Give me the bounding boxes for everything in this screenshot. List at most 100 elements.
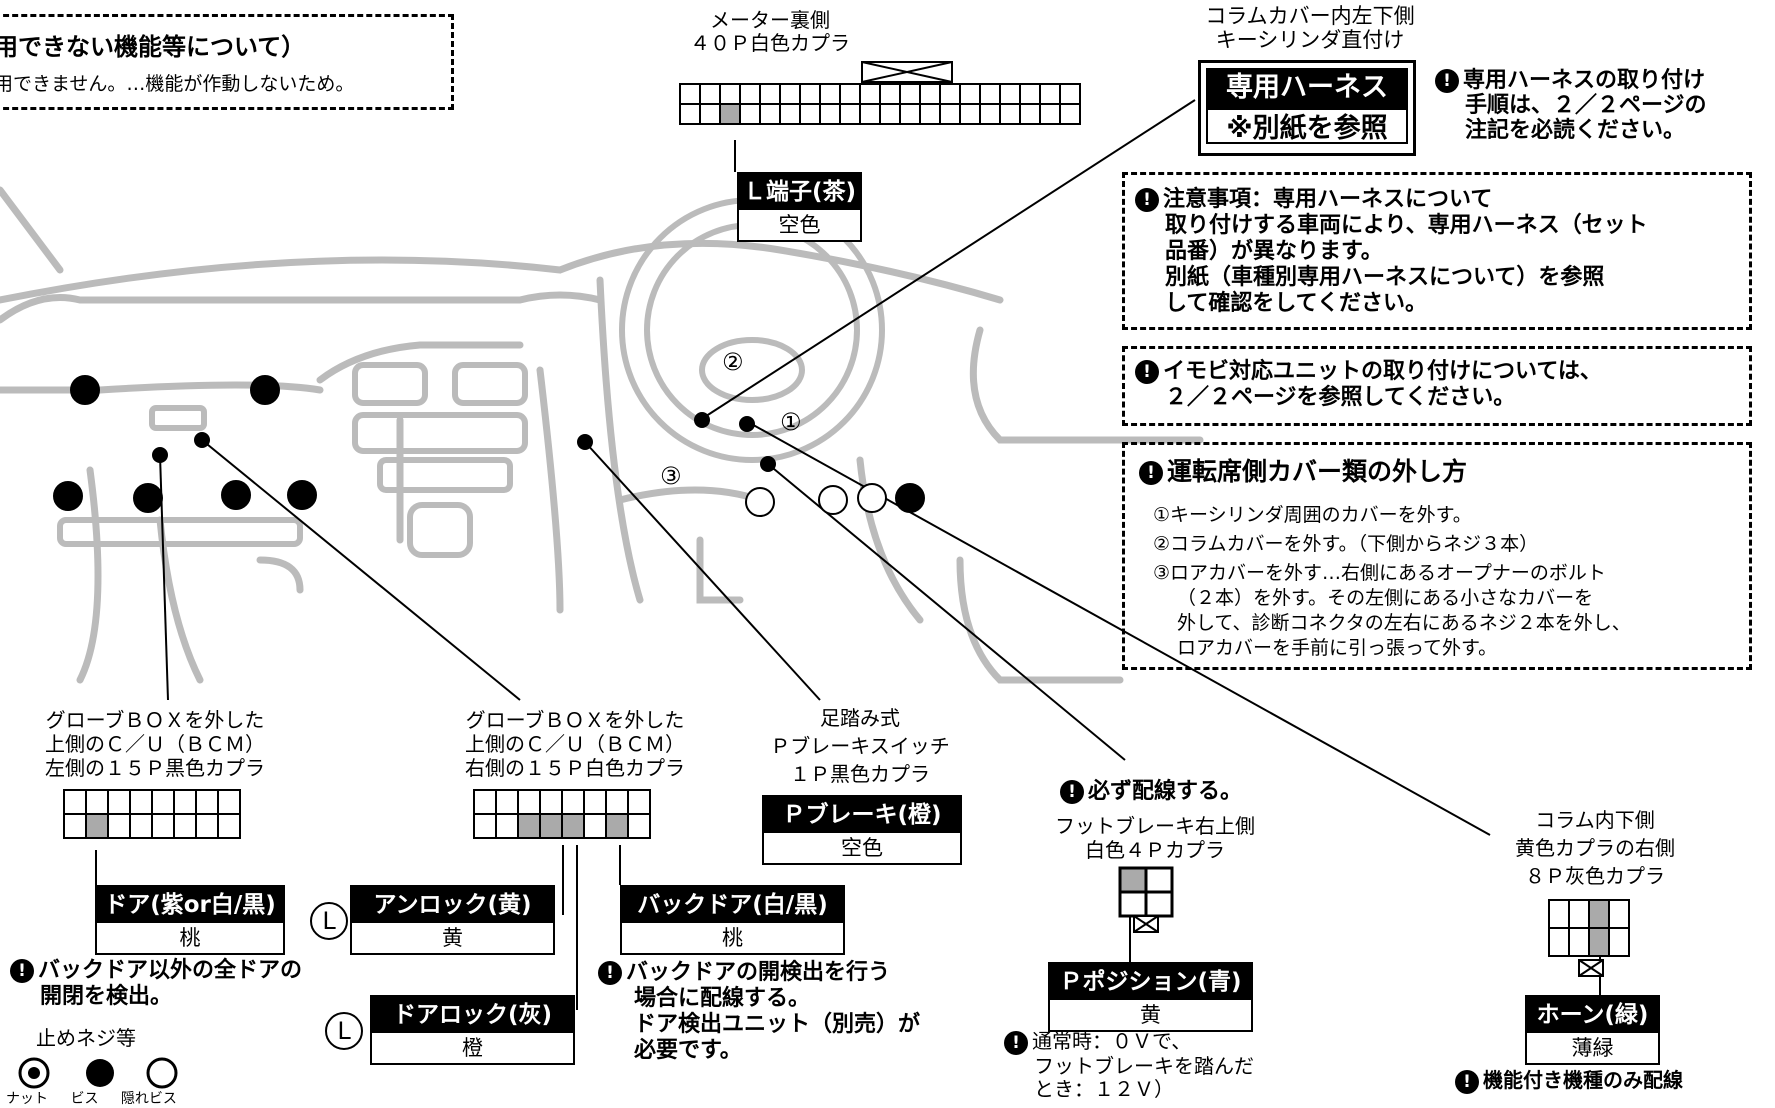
column-caption-1: コラムカバー内左下側: [1205, 4, 1415, 28]
removal-step-4: （２本）を外す。その左側にある小さなカバーを: [1177, 587, 1594, 609]
caution-line-4: 別紙（車種別専用ハーネスについて）を参照: [1165, 265, 1605, 290]
glove-right-caption-1: グローブＢＯＸを外した: [465, 708, 685, 732]
connector-pin: [627, 813, 651, 839]
horn-label-top: ホーン(緑): [1527, 997, 1658, 1033]
connector-pin: [699, 83, 721, 105]
connector-pin: [779, 83, 801, 105]
connector-pin: [495, 789, 519, 815]
connector-pin: [679, 83, 701, 105]
warning-icon: !: [1135, 188, 1159, 212]
connector-pin: [107, 789, 131, 815]
unlock-label-top: アンロック(黄): [352, 887, 553, 923]
pbrake-caption-2: Ｐブレーキスイッチ: [770, 734, 950, 758]
screw-icons: [53, 375, 925, 517]
warning-icon: !: [598, 961, 622, 985]
connector-pin: [799, 103, 821, 125]
immobi-line-1: イモビ対応ユニットの取り付けについては、: [1163, 359, 1602, 384]
connector-pin: [939, 83, 961, 105]
warning-icon: !: [1004, 1030, 1028, 1055]
connector-pin: [63, 813, 87, 839]
warning-icon: !: [1139, 461, 1163, 485]
connector-pin: [699, 103, 721, 125]
immobi-line-2: ２／２ページを参照してください。: [1165, 385, 1516, 410]
immobilizer-box: !イモビ対応ユニットの取り付けについては、 ２／２ページを参照してください。: [1122, 346, 1752, 426]
connector-pin: [959, 103, 981, 125]
connector-pin: [627, 789, 651, 815]
connector-pin: [979, 103, 1001, 125]
connector-pin: [979, 83, 1001, 105]
connector-pin: [107, 813, 131, 839]
glove-left-caption-2: 上側のＣ／Ｕ（ＢＣＭ）: [45, 732, 265, 756]
horn-caption-1: コラム内下側: [1535, 808, 1655, 832]
connector-pin: [1568, 927, 1590, 957]
connector-pin: [217, 813, 241, 839]
pbrake-caption-3: １Ｐ黒色カプラ: [790, 762, 930, 786]
warning-icon: !: [10, 959, 34, 983]
connector-pin: [539, 789, 563, 815]
connector-pin: [739, 103, 761, 125]
warning-icon: !: [1455, 1069, 1479, 1094]
back-door-label-top: バックドア(白/黒): [622, 887, 843, 923]
step-marker-2: ②: [722, 348, 744, 376]
harness-note-2: 手順は、２／２ページの: [1465, 93, 1707, 118]
warning-icon: !: [1135, 360, 1159, 384]
pposition-label-top: Ｐポジション(青): [1050, 964, 1251, 1000]
door-label-bottom: 桃: [179, 926, 201, 950]
back-door-label-bottom: 桃: [722, 926, 743, 950]
harness-bottom: ※別紙を参照: [1206, 108, 1408, 144]
connector-pin: [195, 813, 219, 839]
connector-pin: [879, 103, 901, 125]
pposition-label: Ｐポジション(青) 黄: [1048, 962, 1253, 1032]
back-door-note-4: 必要です。: [634, 1038, 742, 1063]
horn-note: !機能付き機種のみ配線: [1455, 1068, 1683, 1094]
harness-note-1: 専用ハーネスの取り付け: [1463, 68, 1706, 93]
connector-pin: [919, 83, 941, 105]
connector-pin: [473, 789, 497, 815]
screw-label: ビス: [70, 1091, 99, 1107]
screw-legend: [18, 1057, 178, 1089]
screw-icon: [86, 1059, 114, 1087]
connector-pin: [1059, 103, 1081, 125]
connector-pin: [839, 103, 861, 125]
connector-pin: [899, 83, 921, 105]
connector-pin: [605, 813, 629, 839]
connector-pin: [561, 789, 585, 815]
caution-line-5: して確認をしてください。: [1165, 291, 1428, 316]
back-door-note: !バックドアの開検出を行う 場合に配線する。 ドア検出ユニット（別売）が 必要で…: [598, 960, 920, 1064]
removal-title: 運転席側カバー類の外し方: [1167, 457, 1468, 486]
connector-pin: [1059, 83, 1081, 105]
door-note-2: 開閉を検出。: [40, 984, 173, 1009]
connector-pin: [1039, 83, 1061, 105]
hidden-screw-label: 隠れビス: [120, 1091, 177, 1107]
pposition-note-1: 通常時：０Ｖで、: [1032, 1029, 1192, 1053]
connector-pin: [217, 789, 241, 815]
l-mark-icon: L: [310, 902, 348, 940]
l-mark-icon-2: L: [325, 1012, 363, 1050]
meter-l-terminal-label: Ｌ端子(茶) 空色: [737, 172, 862, 242]
connector-pin: [605, 789, 629, 815]
pposition-caption-2: 白色４Ｐカプラ: [1085, 838, 1225, 862]
connector-pin: [759, 83, 781, 105]
door-note: !バックドア以外の全ドアの 開閉を検出。: [10, 958, 302, 1010]
removal-step-2: ②コラムカバーを外す。（下側からネジ３本）: [1153, 533, 1539, 555]
unlock-label: アンロック(黄) 黄: [350, 885, 555, 955]
connector-pin: [495, 813, 519, 839]
connector-pin: [999, 103, 1021, 125]
screws-title: 止めネジ等: [36, 1026, 136, 1050]
meter-40p-connector: [679, 61, 1081, 125]
connector-pin: [739, 83, 761, 105]
connector-pin: [719, 83, 741, 105]
removal-step-3: ③ロアカバーを外す…右側にあるオープナーのボルト: [1153, 562, 1606, 584]
connector-pin: [1548, 899, 1570, 929]
unavailable-functions-title: 用できない機能等について）: [0, 33, 306, 61]
horn-note-text: 機能付き機種のみ配線: [1483, 1068, 1683, 1092]
pbrake-caption-1: 足踏み式: [820, 706, 900, 730]
back-door-note-1: バックドアの開検出を行う: [626, 960, 891, 985]
step-marker-3: ③: [660, 462, 682, 490]
horn-label: ホーン(緑) 薄緑: [1525, 995, 1660, 1065]
connector-pin: [879, 83, 901, 105]
caution-line-3: 品番）が異なります。: [1165, 239, 1383, 264]
connector-pin: [1608, 899, 1630, 929]
connector-pin: [759, 103, 781, 125]
